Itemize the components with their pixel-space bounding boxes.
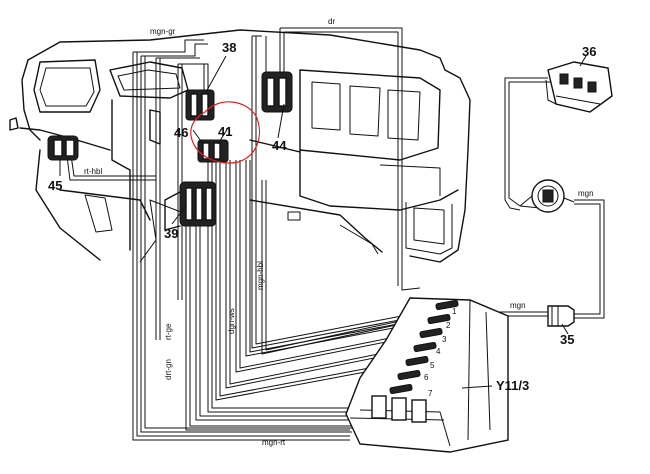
wire-label-rt-ge: rt-ge (164, 323, 173, 340)
pin-number: 7 (428, 389, 433, 398)
y11-3-pin-numbers: 1 2 3 4 5 6 7 (424, 307, 457, 398)
callout-38: 38 (222, 40, 236, 55)
component-check-valve (519, 179, 575, 213)
wire-label-mgn-hbl: mgn-hbl (256, 261, 265, 290)
component-36-valve-block (545, 61, 613, 113)
pin-number: 2 (446, 321, 451, 330)
pin-number: 1 (452, 307, 457, 316)
callout-44: 44 (272, 138, 287, 153)
pin-number: 3 (442, 335, 447, 344)
wire-label-mgn-bottom: mgn (510, 301, 526, 310)
callout-39: 39 (164, 226, 178, 241)
callout-36: 36 (582, 44, 596, 59)
vacuum-line-bundle (65, 27, 605, 441)
wire-label-mgn-rt: mgn-rt (262, 438, 286, 447)
component-44-connector (261, 71, 293, 113)
wire-label-dr: dr (328, 17, 335, 26)
component-38-connector (185, 89, 215, 121)
wire-label-rt-hbl: rt-hbl (84, 167, 102, 176)
wire-label-dgn-ws: dgn-ws (227, 308, 236, 334)
component-35-sensor (547, 305, 575, 327)
callout-35: 35 (560, 332, 574, 347)
callout-41: 41 (218, 124, 232, 139)
leader-lines (59, 55, 587, 389)
callout-y11-3: Y11/3 (496, 378, 529, 393)
y11-3-valve-block (345, 297, 509, 453)
pin-number: 5 (430, 361, 435, 370)
pin-number: 4 (436, 347, 441, 356)
component-39-connector (164, 181, 217, 231)
component-45-connector (47, 135, 79, 161)
wire-label-mgn-top: mgn (578, 189, 594, 198)
callout-45: 45 (48, 178, 62, 193)
pin-number: 6 (424, 373, 429, 382)
wire-label-drt-gn: drt-gn (164, 359, 173, 380)
red-highlight-circle (190, 101, 260, 164)
callout-46: 46 (174, 125, 188, 140)
wire-label-mgn-gr: mgn-gr (150, 27, 176, 36)
